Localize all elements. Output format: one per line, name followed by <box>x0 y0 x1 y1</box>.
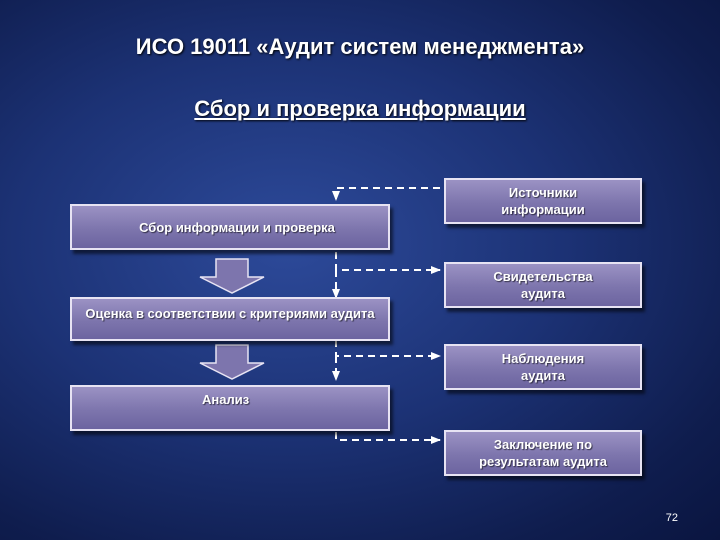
connector-step3-to-conclusion <box>335 432 441 444</box>
step-evaluate-criteria-label: Оценка в соответствии с критериями аудит… <box>85 306 375 321</box>
connector-sources-to-step1 <box>332 187 440 201</box>
output-audit-conclusion: Заключение по результатам аудита <box>444 430 642 476</box>
output-audit-observations-label: Наблюдения аудита <box>501 351 585 383</box>
step-collect-and-verify-label: Сбор информации и проверка <box>139 219 335 235</box>
page-number: 72 <box>665 512 678 524</box>
output-audit-evidence: Свидетельства аудита <box>444 262 642 308</box>
output-information-sources-label: Источники информации <box>501 185 585 217</box>
slide-subtitle: Сбор и проверка информации <box>194 96 526 121</box>
output-audit-evidence-label: Свидетельства аудита <box>493 269 593 301</box>
step-collect-and-verify: Сбор информации и проверка <box>70 204 390 250</box>
step-analysis-label: Анализ <box>202 392 250 407</box>
step-analysis: Анализ <box>70 385 390 431</box>
output-information-sources: Источники информации <box>444 178 642 224</box>
output-audit-conclusion-label: Заключение по результатам аудита <box>479 437 607 469</box>
step-evaluate-criteria: Оценка в соответствии с критериями аудит… <box>70 297 390 341</box>
down-arrow-2 <box>199 344 265 380</box>
connector-step1-to-evidence <box>335 252 441 274</box>
connector-step2-to-observations <box>335 340 441 360</box>
output-audit-observations: Наблюдения аудита <box>444 344 642 390</box>
down-arrow-1 <box>199 258 265 294</box>
slide-title: ИСО 19011 «Аудит систем менеджмента» <box>135 34 585 59</box>
